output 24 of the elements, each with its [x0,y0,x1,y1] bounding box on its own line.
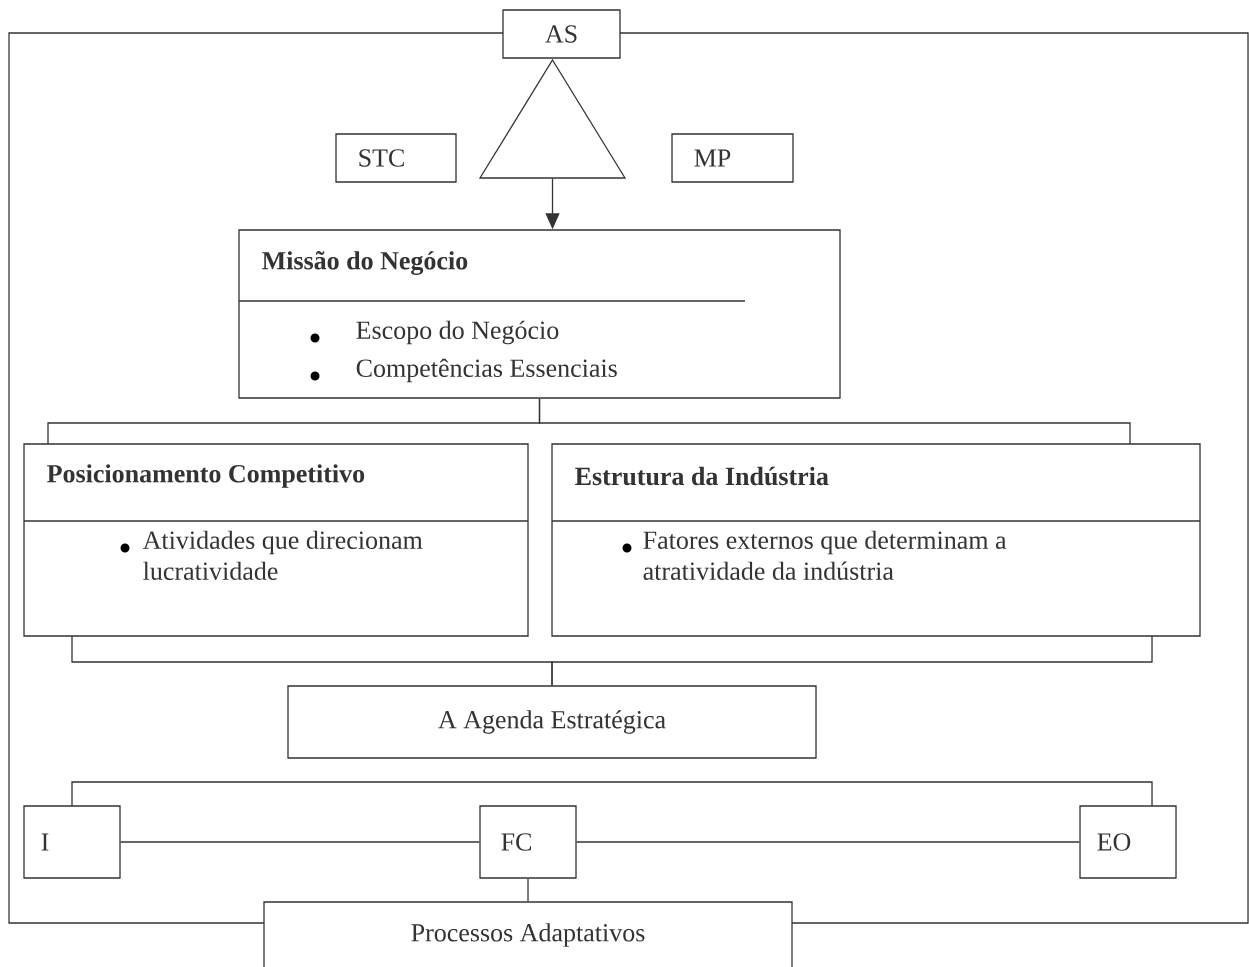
text-box [238,229,841,399]
label-box: Processos Adaptativos [263,901,793,967]
label-box: EO [1079,805,1177,879]
connector-line [120,841,480,843]
connector-line [71,781,1153,807]
label-box: STC [335,133,457,183]
label-box: AS [502,9,621,59]
label-box: I [23,805,121,879]
connector-line [576,841,1080,843]
connector-line [527,878,529,902]
connector-line [538,398,1131,445]
text-box [23,443,529,637]
bullet-text: Escopo do Negócio [356,320,559,345]
heading: Missão do Negócio [262,251,468,275]
label-box: A Agenda Estratégica [287,685,817,759]
bullet-text: Fatores externos que determinam a atratividade da indústria [643,530,1007,580]
text-box [551,443,1201,637]
connector-line [551,635,1153,686]
label-box: MP [671,133,794,183]
heading: Posicionamento Competitivo [47,464,365,488]
bullet-text: Atividades que direcionam lucratividade [142,530,423,580]
heading: Estrutura da Indústria [575,466,829,486]
label-box: FC [479,805,577,879]
bullet-text: Competências Essenciais [356,358,617,383]
